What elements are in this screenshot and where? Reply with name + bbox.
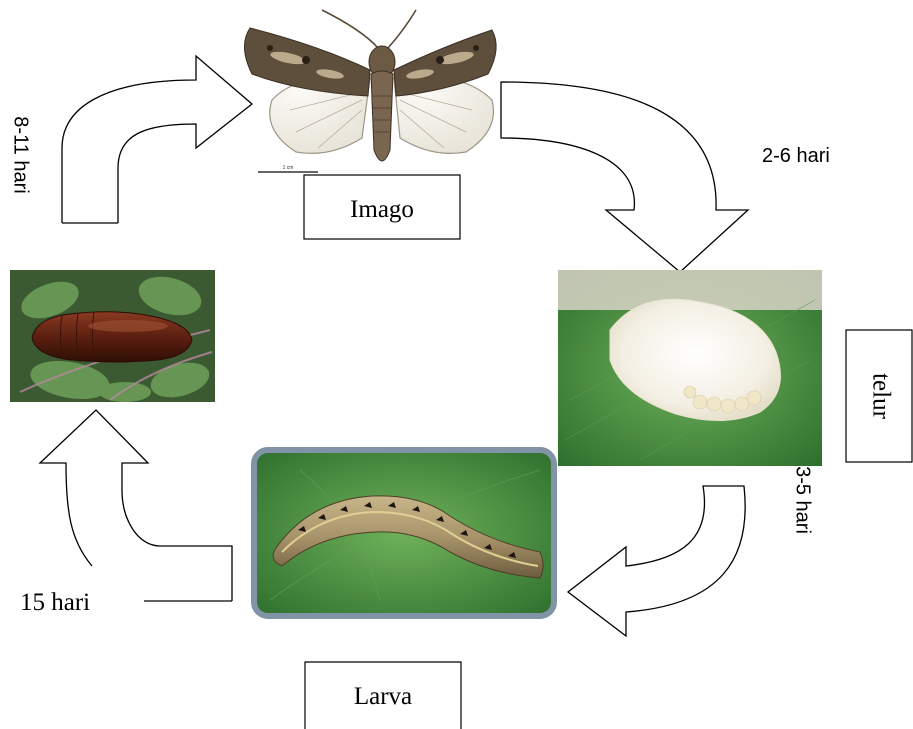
caterpillar-icon xyxy=(254,450,554,616)
duration-larva-to-pupa: 15 hari xyxy=(20,589,90,616)
larva-label-box: Larva xyxy=(305,662,461,729)
egg-mass-icon xyxy=(558,270,822,466)
imago-label: Imago xyxy=(350,196,414,223)
scale-bar-label: 1 cm xyxy=(283,165,294,171)
imago-label-box: Imago xyxy=(304,175,460,239)
scale-bar: 1 cm xyxy=(258,165,318,172)
arrow-imago-to-telur xyxy=(501,82,748,272)
arrow-larva-to-pupa xyxy=(40,410,232,601)
duration-pupa-to-imago: 8-11 hari xyxy=(10,116,32,193)
duration-telur-to-larva: 3-5 hari xyxy=(792,466,814,534)
telur-label-box: telur xyxy=(846,330,912,462)
duration-imago-to-telur: 2-6 hari xyxy=(762,145,830,167)
pupa-icon xyxy=(10,270,215,405)
larva-label: Larva xyxy=(354,683,412,710)
arrow-telur-to-larva xyxy=(568,486,745,636)
arrow-pupa-to-imago xyxy=(62,56,252,223)
telur-label: telur xyxy=(867,373,894,419)
moth-icon xyxy=(244,10,496,161)
